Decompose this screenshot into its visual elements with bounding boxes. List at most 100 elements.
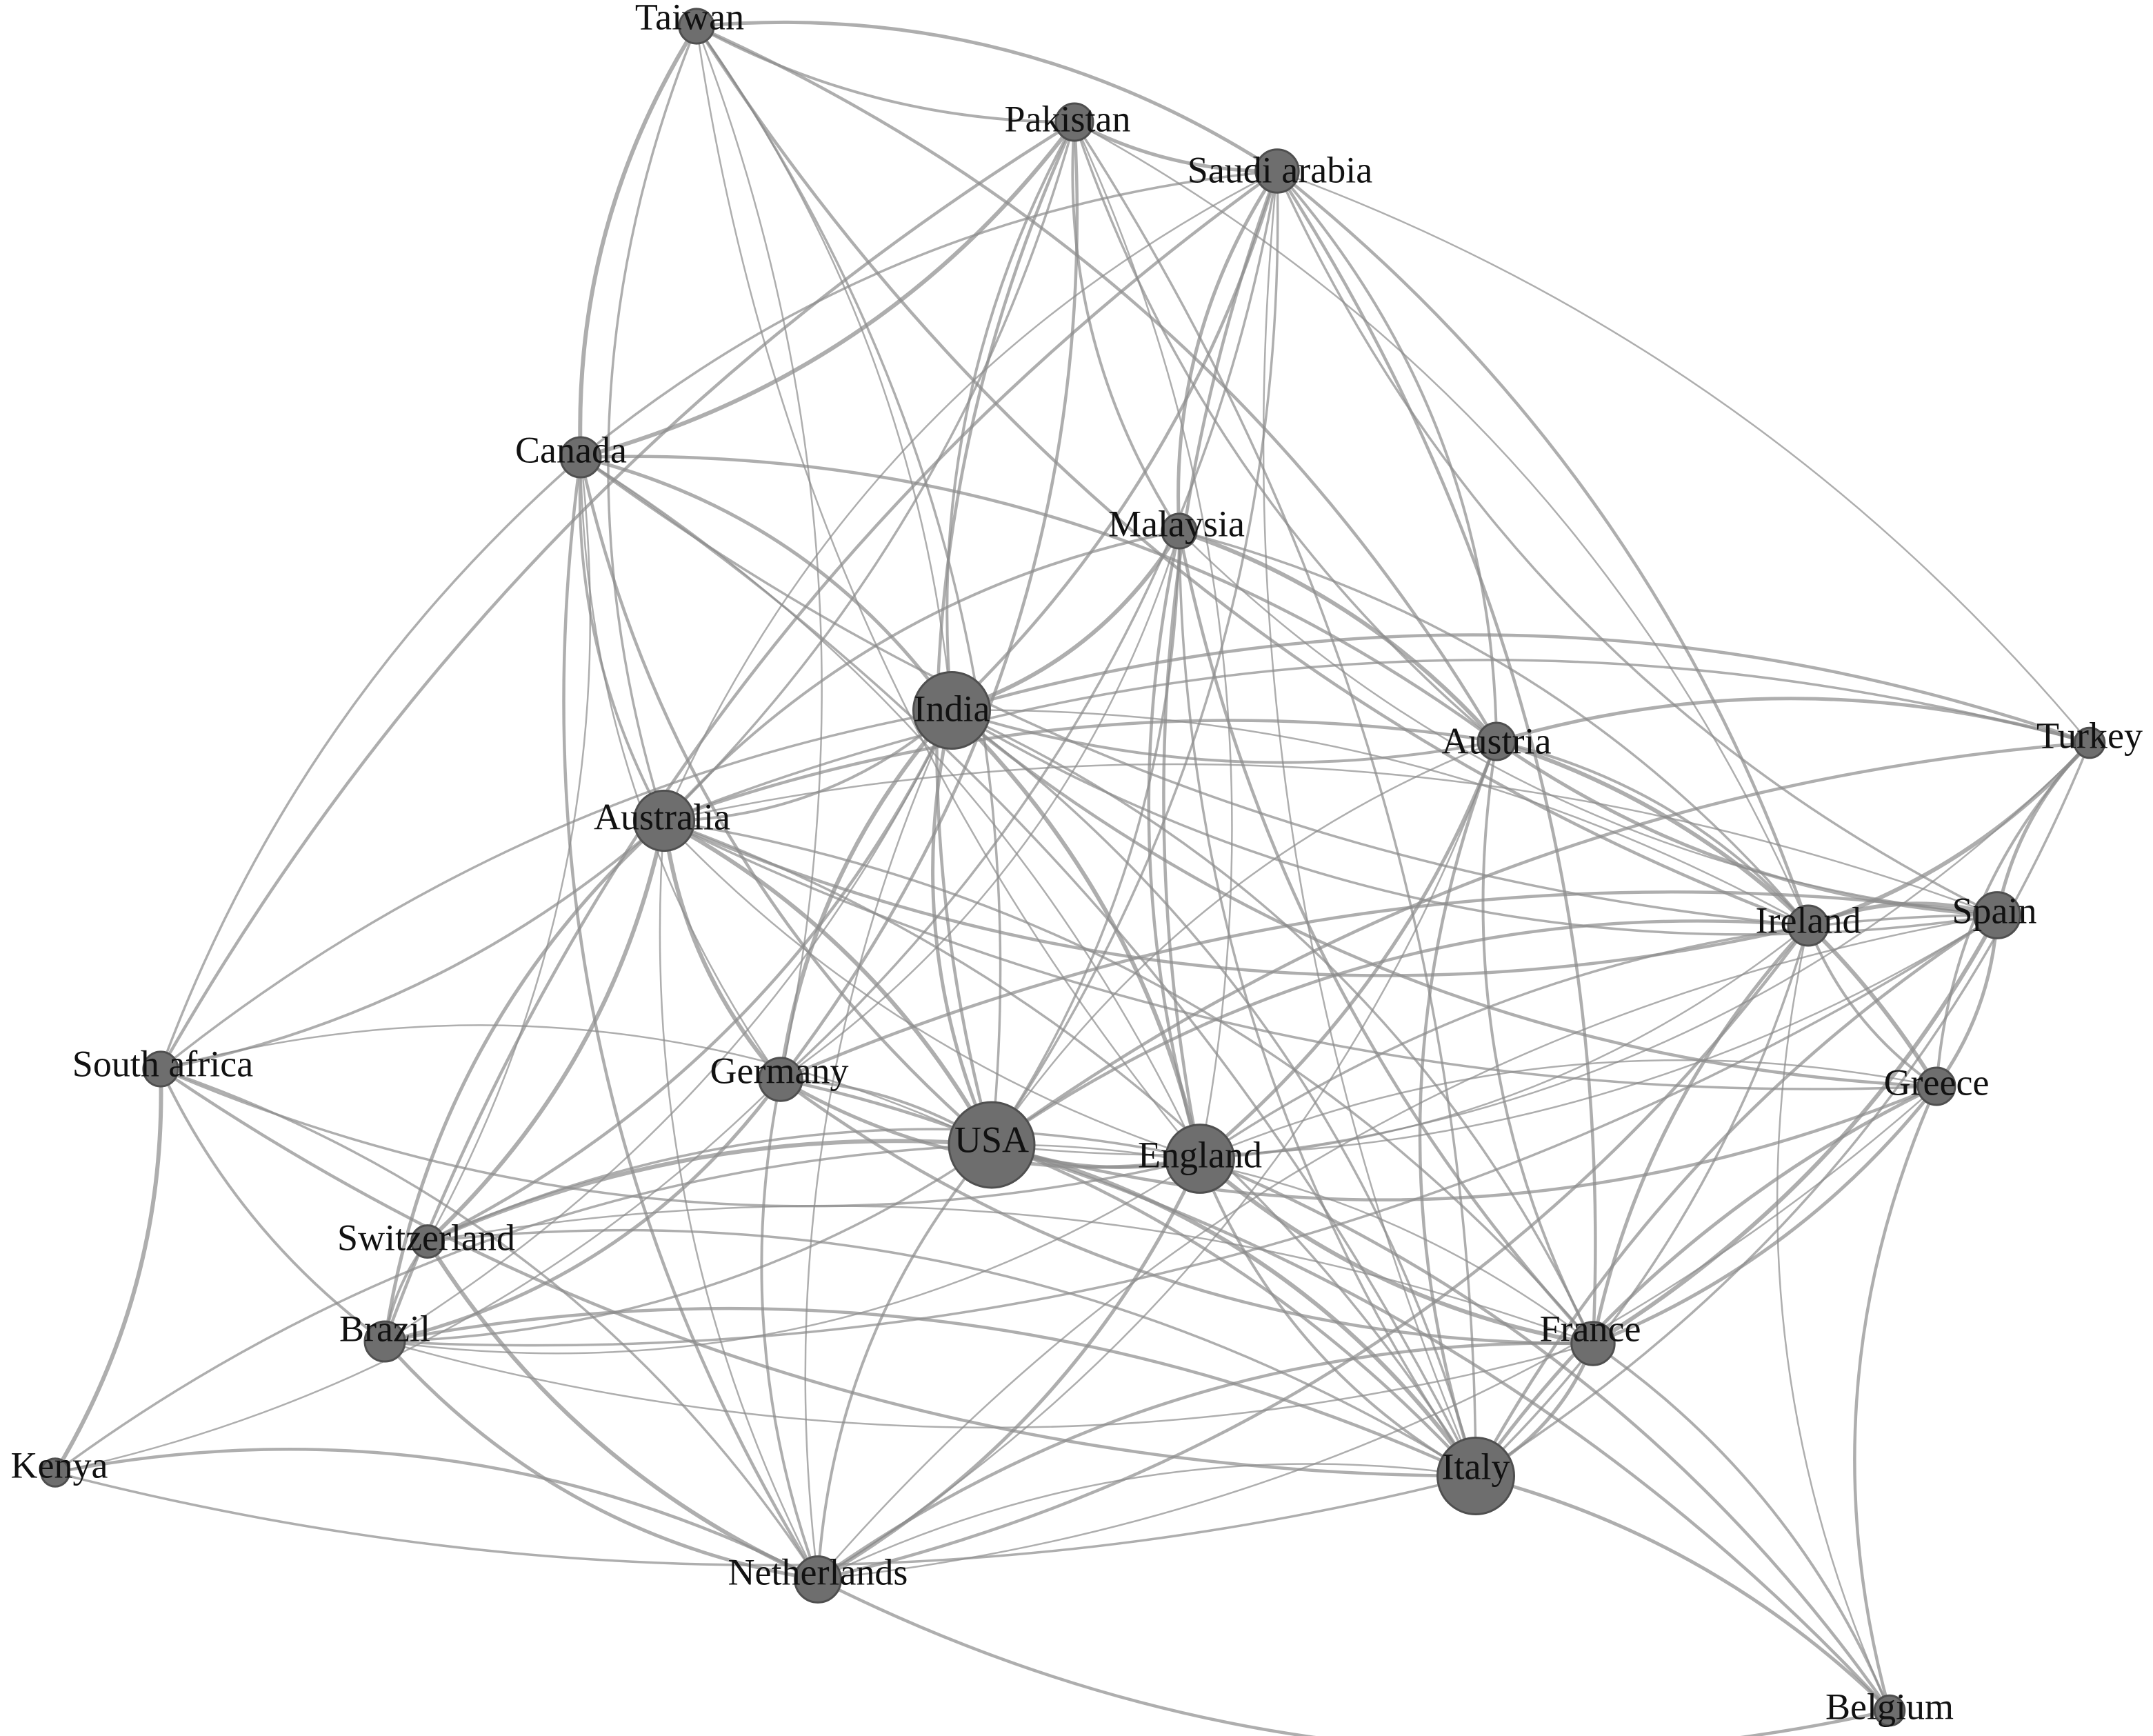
edge-usa-belgium [991,1143,1891,1712]
edge-austria-england [1199,741,1499,1160]
edge-malaysia-germany [780,530,1181,1081]
edge-australia-ireland [663,819,1809,977]
edge-saudi-australia [663,170,1278,821]
edge-taiwan-saudi [696,20,1279,173]
node-malaysia[interactable] [1161,512,1198,550]
edge-canada-netherlands [562,457,819,1581]
node-southafrica[interactable] [142,1050,179,1088]
node-label-england: England [1138,1134,1262,1175]
edge-greece-belgium [1853,1086,1939,1711]
node-label-southafrica: South africa [72,1043,253,1084]
edge-austria-usa [990,740,1497,1146]
edge-southafrica-netherlands [160,1068,819,1580]
edge-ireland-belgium [1776,925,1891,1711]
edge-malaysia-ireland [1179,530,1810,927]
edge-pakistan-austria [1073,121,1498,743]
node-belgium[interactable] [1873,1694,1906,1727]
edge-canada-india [580,455,954,712]
edge-austria-australia [663,719,1497,823]
edge-australia-greece [663,819,1937,1090]
edge-southafrica-kenya [53,1068,163,1474]
edge-england-france [1199,1157,1594,1346]
edge-pakistan-malaysia [1071,121,1181,532]
edge-saudi-malaysia [1176,170,1279,532]
edge-brazil-france [384,1340,1594,1429]
edge-canada-australia [578,457,665,821]
edge-canada-austria [580,455,1498,743]
node-france[interactable] [1570,1321,1616,1366]
edge-taiwan-england [695,26,1201,1159]
node-label-kenya: Kenya [11,1444,108,1486]
edge-switzerland-france [427,1205,1594,1345]
edge-brazil-italy [384,1306,1476,1478]
edge-switzerland-italy [427,1228,1476,1477]
node-ireland[interactable] [1787,904,1830,947]
node-switzerland[interactable] [410,1224,445,1259]
node-kenya[interactable] [40,1457,70,1488]
node-usa[interactable] [948,1101,1036,1189]
edge-england-brazil [384,1157,1201,1355]
node-india[interactable] [912,671,991,750]
node-label-pakistan: Pakistan [1005,98,1131,139]
node-germany[interactable] [758,1057,803,1102]
node-turkey[interactable] [2073,726,2106,759]
node-greece[interactable] [1916,1066,1956,1106]
edge-england-netherlands [817,1157,1202,1582]
edge-india-france [951,709,1594,1344]
node-layer [40,8,2106,1727]
edge-canada-germany [579,457,782,1080]
node-label-brazil: Brazil [339,1308,430,1349]
edge-spain-usa [991,914,1998,1156]
edge-usa-italy [991,1143,1478,1477]
edge-southafrica-brazil [159,1068,386,1343]
edge-canada-usa [579,457,993,1146]
edge-saudi-turkey [1276,170,2090,744]
node-italy[interactable] [1436,1437,1515,1515]
edge-saudi-spain [1276,170,1998,917]
edge-greece-england [1199,1059,1937,1160]
edge-usa-brazil [384,1144,992,1343]
edge-taiwan-australia [607,26,698,821]
node-pakistan[interactable] [1054,102,1094,142]
edge-pakistan-australia [663,121,1076,822]
node-label-usa: USA [954,1119,1029,1160]
node-austria[interactable] [1476,721,1516,761]
edge-india-germany [779,708,954,1080]
node-label-switzerland: Switzerland [337,1217,515,1258]
node-taiwan[interactable] [678,8,715,45]
node-label-greece: Greece [1884,1061,1990,1103]
edge-australia-england [663,820,1201,1160]
node-netherlands[interactable] [794,1555,842,1604]
edge-saudi-ireland [1276,170,1810,926]
edge-australia-germany [662,820,783,1081]
edge-india-england [950,708,1202,1159]
node-label-france: France [1540,1308,1641,1349]
edge-india-ireland [951,709,1809,927]
node-saudi[interactable] [1254,148,1300,194]
edge-pakistan-india [945,121,1076,711]
edge-greece-italy [1474,1084,1938,1477]
node-label-canada: Canada [515,429,627,470]
edge-usa-kenya [54,1144,992,1474]
edge-australia-italy [663,819,1477,1477]
edge-saudi-brazil [383,170,1279,1342]
edge-saudi-germany [779,170,1279,1081]
node-canada[interactable] [559,436,602,479]
edge-turkey-usa [990,741,2090,1146]
edge-england-belgium [1199,1157,1891,1712]
edge-germany-france [779,1078,1594,1346]
edge-greece-france [1592,1085,1938,1346]
node-spain[interactable] [1973,891,2021,939]
edge-kenya-netherlands [54,1448,819,1582]
node-label-germany: Germany [710,1050,849,1091]
edge-india-greece [950,709,1937,1088]
node-brazil[interactable] [363,1320,406,1363]
edge-ireland-netherlands [817,924,1810,1582]
node-label-taiwan: Taiwan [635,0,744,37]
edge-ireland-usa [990,919,1809,1146]
node-australia[interactable] [632,789,696,852]
edge-spain-netherlands [817,914,1998,1580]
node-england[interactable] [1165,1124,1235,1194]
